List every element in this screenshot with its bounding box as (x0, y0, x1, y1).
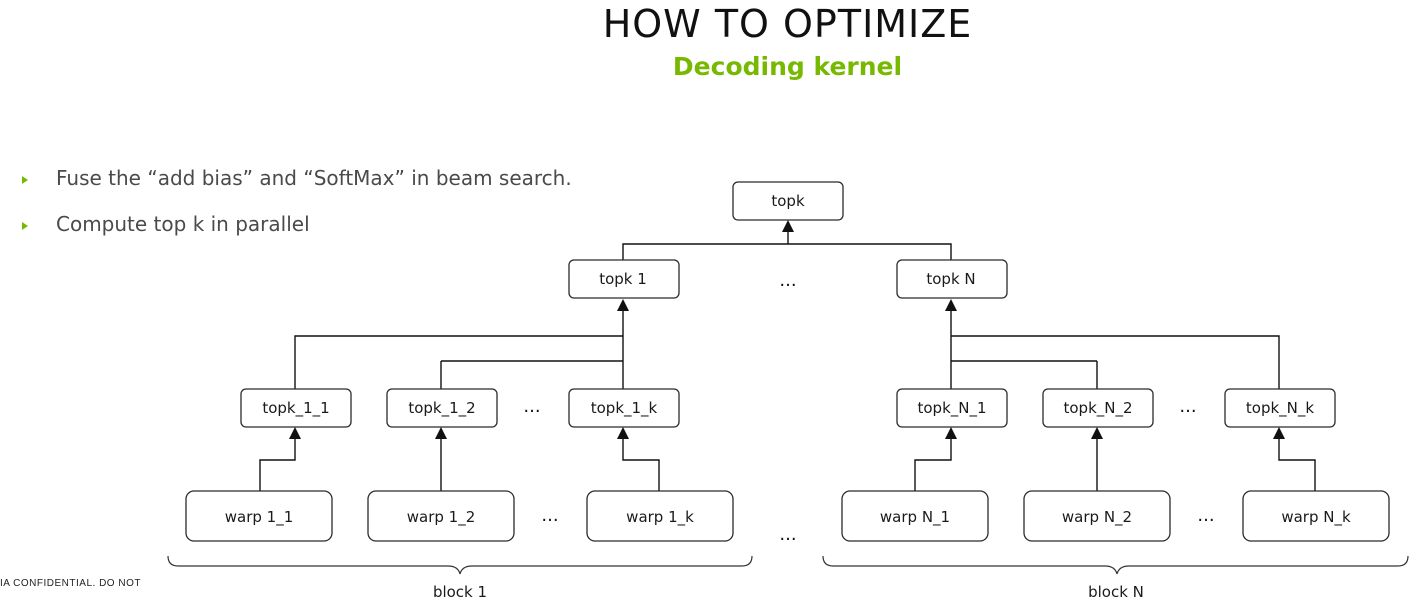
bullet-arrow-icon (22, 221, 28, 230)
ellipsis: ... (1179, 396, 1196, 417)
node-label: topk_1_1 (262, 399, 329, 418)
arrowhead (945, 427, 957, 439)
node-warp-n-k: warp N_k (1242, 490, 1390, 542)
slide-title: HOW TO OPTIMIZE (602, 2, 973, 46)
node-warp-n-1: warp N_1 (841, 490, 989, 542)
connector (622, 243, 952, 262)
connectors (259, 228, 1316, 491)
connector (259, 436, 296, 491)
slide-subtitle: Decoding kernel (672, 52, 903, 81)
node-warp-1-1: warp 1_1 (185, 490, 333, 542)
node-label: topk_N_2 (1063, 399, 1132, 418)
connector (951, 335, 1280, 393)
node-topk-n-1: topk_N_1 (896, 388, 1008, 428)
node-label: topk_1_2 (408, 399, 475, 418)
node-topk-n-k: topk_N_k (1224, 388, 1336, 428)
connector (622, 436, 660, 491)
block-n-brace (822, 555, 1409, 575)
bullet-text: Fuse the “add bias” and “SoftMax” in bea… (56, 166, 572, 190)
node-label: warp 1_k (626, 508, 694, 527)
node-warp-1-k: warp 1_k (586, 490, 734, 542)
node-label: warp 1_2 (407, 508, 476, 527)
block-1-brace (167, 555, 753, 575)
node-label: warp 1_1 (225, 508, 294, 527)
node-label: warp N_1 (880, 508, 950, 527)
node-topk-root: topk (732, 181, 844, 221)
node-label: warp N_k (1281, 508, 1351, 527)
arrowhead (617, 299, 629, 311)
bullet-item: Compute top k in parallel (22, 212, 310, 236)
node-warp-1-2: warp 1_2 (367, 490, 515, 542)
connector (914, 436, 952, 491)
node-label: topk_N_k (1246, 399, 1314, 418)
bullet-arrow-icon (22, 175, 28, 184)
node-topk-1-2: topk_1_2 (386, 388, 498, 428)
node-topk-n: topk N (896, 259, 1008, 299)
block-1-label: block 1 (433, 583, 487, 601)
confidential-footer: IA CONFIDENTIAL. DO NOT (0, 578, 141, 589)
node-topk-n-2: topk_N_2 (1042, 388, 1154, 428)
node-topk-1: topk 1 (568, 259, 680, 299)
node-topk-1-1: topk_1_1 (240, 388, 352, 428)
block-n-label: block N (1088, 583, 1144, 601)
arrowhead (945, 299, 957, 311)
ellipsis: ... (1197, 505, 1214, 526)
bullet-item: Fuse the “add bias” and “SoftMax” in bea… (22, 166, 572, 190)
arrowhead (435, 427, 447, 439)
connector (294, 335, 623, 393)
node-topk-1-k: topk_1_k (568, 388, 680, 428)
arrowhead (782, 220, 794, 232)
node-label: topk 1 (599, 270, 647, 288)
bullet-text: Compute top k in parallel (56, 212, 310, 236)
arrowheads (289, 220, 1285, 439)
ellipsis: ... (541, 505, 558, 526)
arrowhead (617, 427, 629, 439)
arrowhead (289, 427, 301, 439)
node-warp-n-2: warp N_2 (1023, 490, 1171, 542)
node-label: topk_N_1 (917, 399, 986, 418)
ellipsis: ... (523, 396, 540, 417)
connector (1278, 436, 1316, 491)
ellipsis: ... (779, 524, 796, 545)
node-label: topk_1_k (591, 399, 658, 418)
node-label: topk (771, 192, 805, 210)
node-label: topk N (926, 270, 975, 288)
arrowhead (1091, 427, 1103, 439)
arrowhead (1273, 427, 1285, 439)
ellipsis: ... (779, 270, 796, 291)
node-label: warp N_2 (1062, 508, 1132, 527)
